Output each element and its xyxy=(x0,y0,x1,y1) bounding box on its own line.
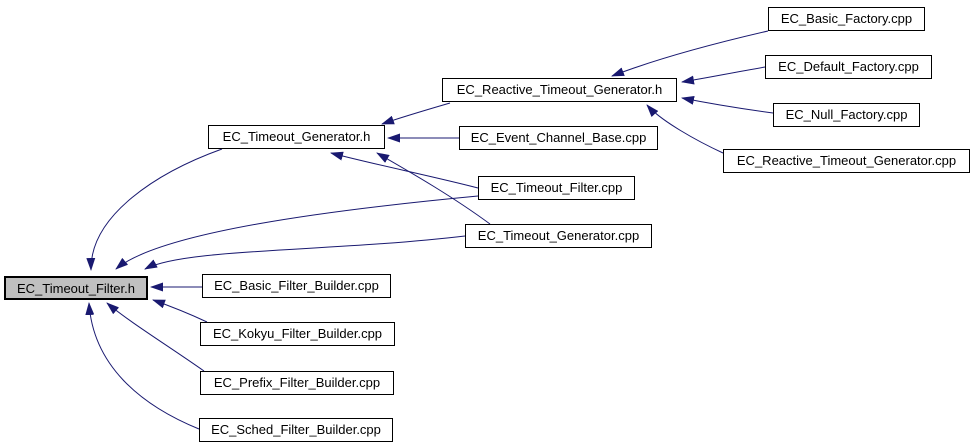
edge-ec-timeout-filter-cpp-to-ec-timeout-filter-h xyxy=(115,195,479,270)
node-ec-kokyu-filter-builder-cpp[interactable]: EC_Kokyu_Filter_Builder.cpp xyxy=(200,322,395,346)
node-ec-null-factory-cpp[interactable]: EC_Null_Factory.cpp xyxy=(773,103,920,127)
edge-ec-reactive-timeout-generator-cpp-to-ec-reactive-timeout-generator-h xyxy=(646,104,724,154)
node-ec-default-factory-cpp[interactable]: EC_Default_Factory.cpp xyxy=(765,55,932,79)
edge-ec-kokyu-filter-builder-cpp-to-ec-timeout-filter-h xyxy=(152,299,208,323)
node-ec-prefix-filter-builder-cpp[interactable]: EC_Prefix_Filter_Builder.cpp xyxy=(200,371,394,395)
edge-ec-timeout-generator-cpp-to-ec-timeout-filter-h xyxy=(144,235,466,270)
edge-ec-timeout-generator-cpp-to-ec-timeout-generator-h xyxy=(376,152,491,225)
node-ec-basic-factory-cpp[interactable]: EC_Basic_Factory.cpp xyxy=(768,7,925,31)
node-ec-timeout-generator-cpp[interactable]: EC_Timeout_Generator.cpp xyxy=(465,224,652,248)
edge-ec-prefix-filter-builder-cpp-to-ec-timeout-filter-h xyxy=(106,302,205,372)
node-ec-reactive-timeout-generator-cpp[interactable]: EC_Reactive_Timeout_Generator.cpp xyxy=(723,149,970,173)
node-ec-reactive-timeout-generator-h[interactable]: EC_Reactive_Timeout_Generator.h xyxy=(442,78,677,102)
node-ec-timeout-generator-h[interactable]: EC_Timeout_Generator.h xyxy=(208,125,385,149)
node-ec-timeout-filter-cpp[interactable]: EC_Timeout_Filter.cpp xyxy=(478,176,635,200)
edge-ec-timeout-generator-h-to-ec-timeout-filter-h xyxy=(86,148,223,271)
node-ec-sched-filter-builder-cpp[interactable]: EC_Sched_Filter_Builder.cpp xyxy=(199,418,393,442)
edge-ec-reactive-timeout-generator-h-to-ec-timeout-generator-h xyxy=(381,102,451,125)
edge-ec-timeout-filter-cpp-to-ec-timeout-generator-h xyxy=(330,151,479,189)
node-ec-timeout-filter-h: EC_Timeout_Filter.h xyxy=(4,276,148,300)
edge-ec-sched-filter-builder-cpp-to-ec-timeout-filter-h xyxy=(85,302,200,430)
node-ec-event-channel-base-cpp[interactable]: EC_Event_Channel_Base.cpp xyxy=(459,126,658,150)
edge-ec-default-factory-cpp-to-ec-reactive-timeout-generator-h xyxy=(681,66,766,85)
edge-ec-basic-factory-cpp-to-ec-reactive-timeout-generator-h xyxy=(611,30,769,77)
node-ec-basic-filter-builder-cpp[interactable]: EC_Basic_Filter_Builder.cpp xyxy=(202,274,391,298)
edge-ec-null-factory-cpp-to-ec-reactive-timeout-generator-h xyxy=(681,95,774,114)
